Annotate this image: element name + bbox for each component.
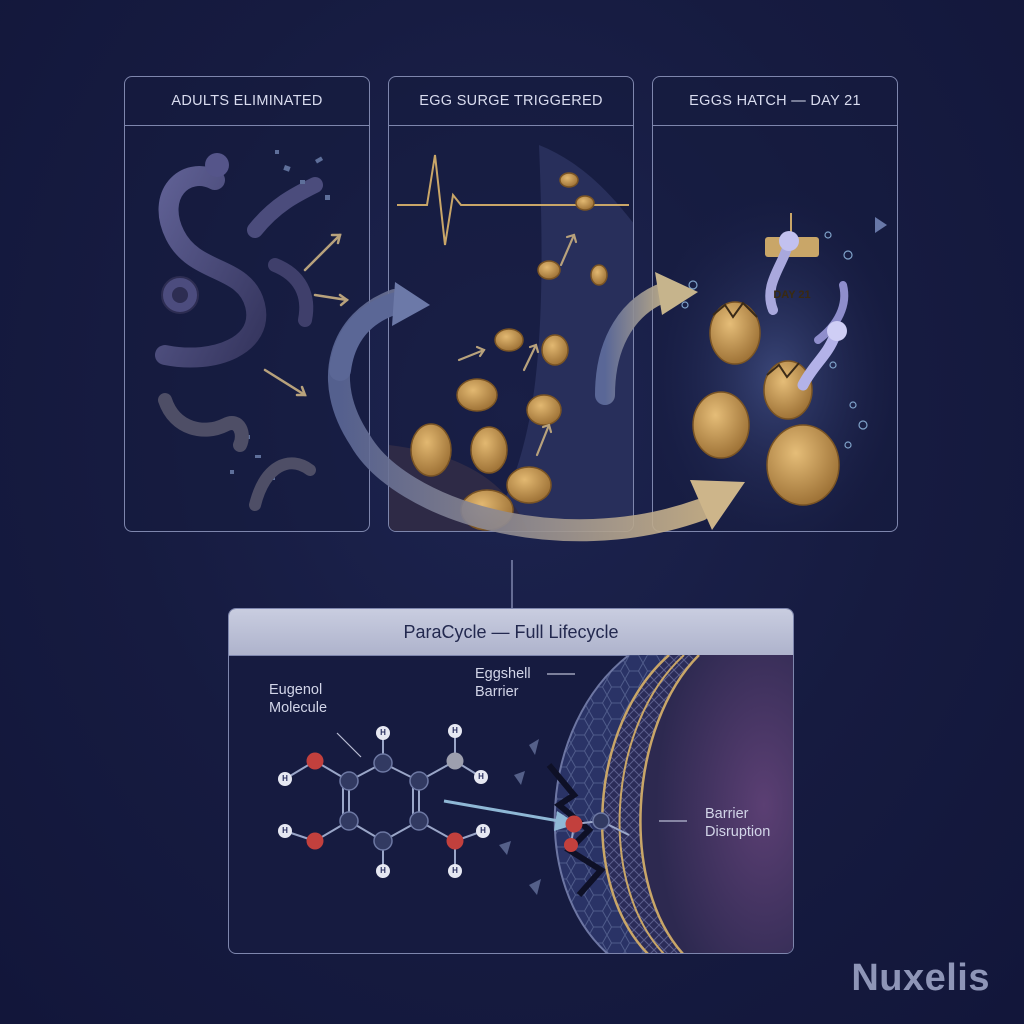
- dead-worm-icon: [158, 393, 316, 511]
- eggshell-barrier: [553, 655, 793, 953]
- adult-worm-icon: [155, 153, 323, 368]
- panel-title-adults: ADULTS ELIMINATED: [125, 77, 369, 126]
- shell-shards: [499, 739, 541, 895]
- larvae-icons: [765, 231, 849, 391]
- panel-full-lifecycle: ParaCycle — Full Lifecycle: [228, 608, 794, 954]
- disruption-label-line2: Disruption: [705, 824, 771, 840]
- eggshell-label: Eggshell Barrier: [475, 665, 531, 701]
- panel-egg-surge: EGG SURGE TRIGGERED: [388, 76, 634, 532]
- hydrogen-atom: H: [448, 864, 462, 878]
- hydrogen-atom: H: [448, 724, 462, 738]
- panel-adults-eliminated: ADULTS ELIMINATED: [124, 76, 370, 532]
- adults-eliminated-illustration: [155, 150, 350, 511]
- eggshell-label-line1: Eggshell: [475, 666, 531, 682]
- panel-title-egg-surge: EGG SURGE TRIGGERED: [389, 77, 633, 126]
- eugenol-barrier-illustration: [284, 655, 793, 953]
- molecule-atoms: [306, 752, 610, 852]
- hydrogen-atom: H: [278, 824, 292, 838]
- crack-shape: [546, 763, 606, 897]
- eggshell-label-line2: Barrier: [475, 684, 519, 700]
- penetration-arrow: [443, 799, 560, 823]
- eggs-hatch-illustration: [653, 185, 897, 531]
- hydrogen-atom: H: [376, 864, 390, 878]
- brand-logo: Nuxelis: [851, 957, 990, 999]
- molecule-label-line2: Molecule: [269, 700, 328, 716]
- hydrogen-atom: H: [376, 726, 390, 740]
- hydrogen-atom: H: [278, 772, 292, 786]
- hydrogen-atom: H: [474, 770, 488, 784]
- heartbeat-line: [397, 154, 629, 246]
- disruption-label-line1: Barrier: [705, 806, 749, 822]
- panel-title-eggs-hatch: EGGS HATCH — DAY 21: [653, 77, 897, 126]
- disruption-label: Barrier Disruption: [705, 805, 770, 841]
- day-marker-badge: DAY 21: [773, 289, 811, 301]
- egg-surge-illustration: [389, 145, 633, 531]
- molecule-label-line1: Eugenol: [269, 682, 323, 698]
- molecule-label: Eugenol Molecule: [269, 681, 327, 717]
- hydrogen-atom: H: [476, 824, 490, 838]
- panel-eggs-hatch: EGGS HATCH — DAY 21: [652, 76, 898, 532]
- bottom-panel-title: ParaCycle — Full Lifecycle: [229, 609, 793, 656]
